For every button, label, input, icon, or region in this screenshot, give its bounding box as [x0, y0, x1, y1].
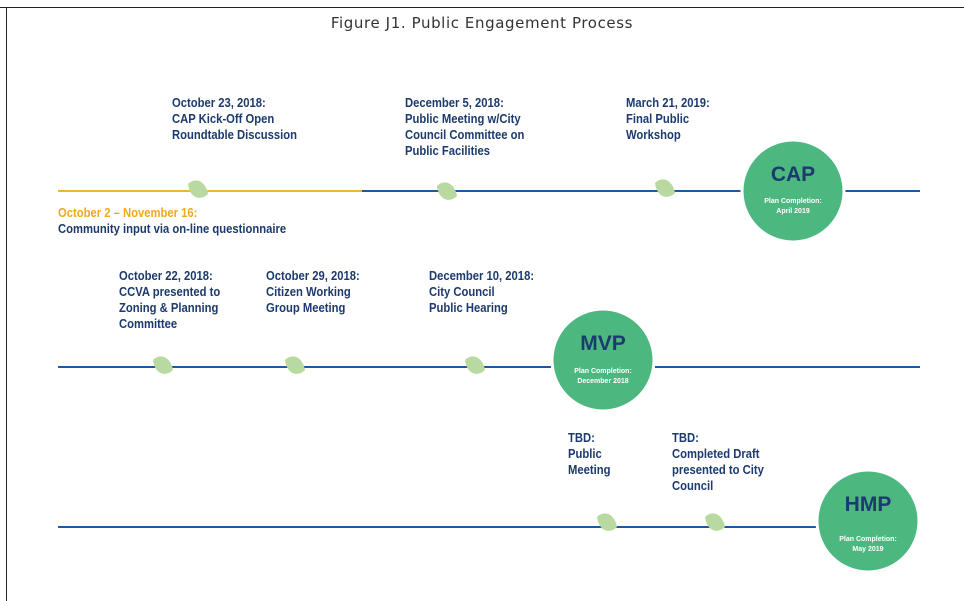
event-text: Final Public [626, 112, 690, 126]
cap-range-questionnaire: October 2 – November 16: Community input… [58, 205, 286, 237]
event-text: Public Hearing [429, 301, 508, 315]
event-text: Public [568, 447, 602, 461]
event-text: City Council [429, 285, 495, 299]
leaf-icon [597, 513, 617, 531]
range-dates: October 2 – November 16: [58, 206, 198, 220]
leaf-icon [153, 356, 173, 374]
hmp-milestone-circle [815, 468, 921, 574]
mvp-event-oct-22: October 22, 2018: CCVA presented to Zoni… [119, 268, 220, 332]
mvp-milestone-circle [550, 307, 656, 413]
event-text: Workshop [626, 128, 681, 142]
hmp-milestone-abbr: HMP [845, 493, 892, 516]
mvp-milestone-abbr: MVP [580, 332, 626, 355]
event-text: Public Facilities [405, 144, 491, 158]
mvp-event-dec-10: December 10, 2018: City Council Public H… [429, 268, 534, 316]
event-date: March 21, 2019: [626, 96, 710, 110]
event-date: TBD: [672, 431, 699, 445]
figure-title: Figure J1. Public Engagement Process [330, 14, 634, 32]
cap-event-dec-5: December 5, 2018: Public Meeting w/City … [405, 95, 524, 159]
hmp-event-tbd-completed-draft: TBD: Completed Draft presented to City C… [672, 430, 764, 494]
leaf-icon [188, 180, 208, 198]
leaf-icon [705, 513, 725, 531]
event-text: Committee [119, 317, 178, 331]
cap-event-oct-23: October 23, 2018: CAP Kick-Off Open Roun… [172, 95, 297, 143]
event-date: December 5, 2018: [405, 96, 504, 110]
cap-event-mar-21: March 21, 2019: Final Public Workshop [626, 95, 710, 143]
cap-milestone-circle [740, 138, 846, 244]
event-text: Council Committee on [405, 128, 525, 142]
event-date: October 23, 2018: [172, 96, 266, 110]
event-date: December 10, 2018: [429, 269, 535, 283]
event-text: Zoning & Planning [119, 301, 219, 315]
mvp-event-oct-29: October 29, 2018: Citizen Working Group … [266, 268, 360, 316]
event-date: October 29, 2018: [266, 269, 360, 283]
event-text: Meeting [568, 463, 611, 477]
hmp-milestone-caption: Plan Completion: [839, 536, 897, 543]
mvp-milestone-caption: Plan Completion: [574, 368, 632, 375]
event-text: Group Meeting [266, 301, 346, 315]
event-date: TBD: [568, 431, 595, 445]
leaf-icon [465, 356, 485, 374]
cap-milestone-caption: Plan Completion: [764, 198, 822, 205]
leaf-icon [655, 179, 675, 197]
event-text: Completed Draft [672, 447, 760, 461]
leaf-icon [437, 182, 457, 200]
event-text: presented to City [672, 463, 764, 477]
event-date: October 22, 2018: [119, 269, 213, 283]
cap-milestone-date: April 2019 [776, 208, 810, 215]
mvp-milestone-date: December 2018 [577, 378, 628, 385]
event-text: Citizen Working [266, 285, 351, 299]
event-text: CCVA presented to [119, 285, 221, 299]
frame-top-border [0, 7, 964, 8]
range-text: Community input via on-line questionnair… [58, 222, 287, 236]
event-text: Public Meeting w/City [405, 112, 521, 126]
event-text: CAP Kick-Off Open [172, 112, 275, 126]
event-text: Council [672, 479, 714, 493]
frame-left-border [6, 7, 7, 601]
cap-milestone-abbr: CAP [771, 163, 815, 186]
hmp-milestone-date: May 2019 [852, 546, 883, 553]
event-text: Roundtable Discussion [172, 128, 298, 142]
hmp-event-tbd-public-meeting: TBD: Public Meeting [568, 430, 611, 478]
leaf-icon [285, 356, 305, 374]
